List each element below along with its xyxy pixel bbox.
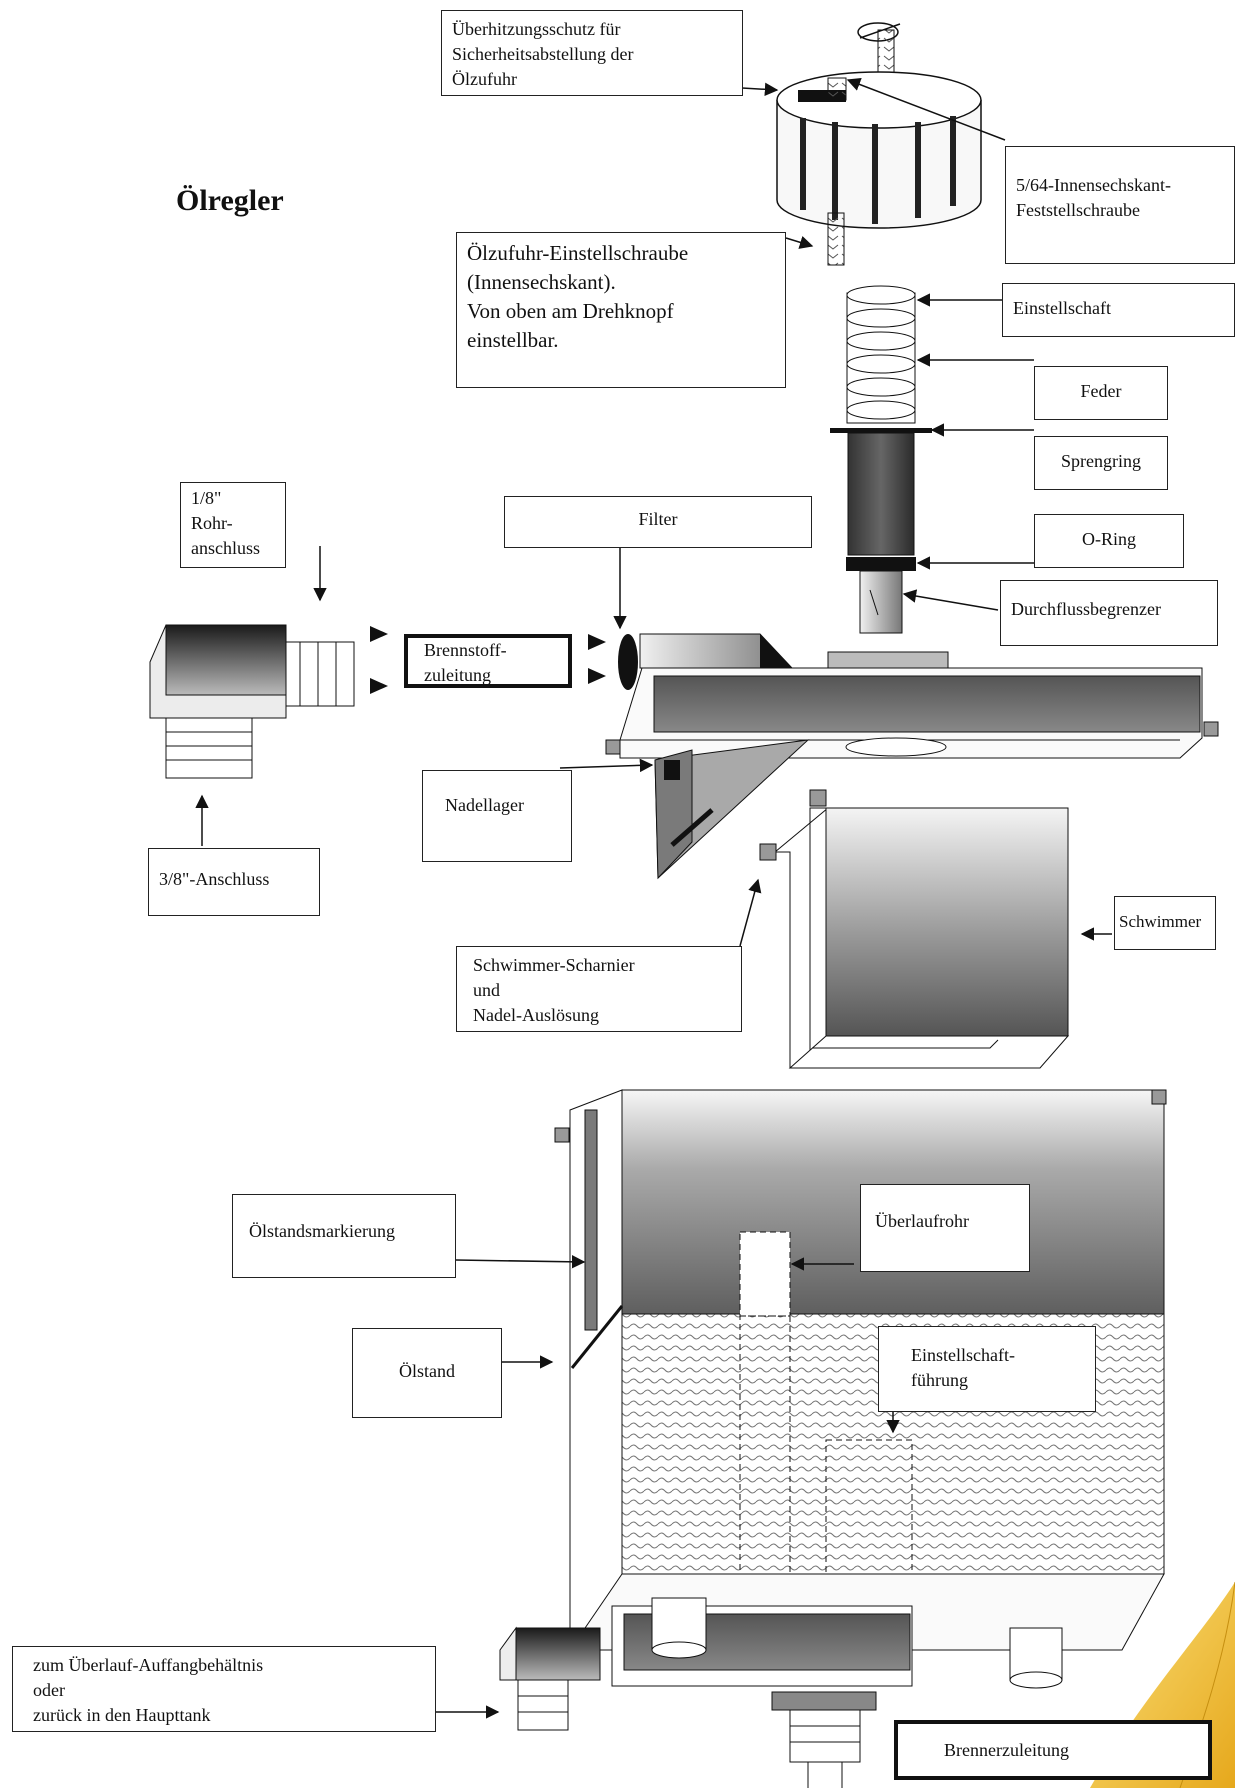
label-pipe-connection-1-8: 1/8" Rohr- anschluss	[180, 482, 286, 568]
flow-arrows	[370, 626, 606, 694]
spring-shaft-assembly	[830, 285, 932, 634]
label-flow-limiter: Durchflussbegrenzer	[1000, 580, 1218, 646]
label-float: Schwimmer	[1114, 896, 1216, 950]
label-shaft-guide: Einstellschaft- führung	[878, 1326, 1096, 1412]
needle-bracket	[654, 739, 810, 880]
label-float-hinge: Schwimmer-Scharnier und Nadel-Auslösung	[456, 946, 742, 1032]
label-oil-level: Ölstand	[352, 1328, 502, 1418]
label-spring: Feder	[1034, 366, 1168, 420]
label-hex-locking-screw: 5/64-Innensechskant- Feststellschraube	[1005, 146, 1235, 264]
label-overflow-pipe: Überlaufrohr	[860, 1184, 1030, 1272]
label-burner-supply-line: Brennerzuleitung	[894, 1720, 1212, 1780]
adjust-knob	[776, 22, 982, 266]
label-connection-3-8: 3/8"-Anschluss	[148, 848, 320, 916]
float	[759, 789, 1070, 1069]
leader-lines	[195, 78, 1112, 1719]
label-filter: Filter	[504, 496, 812, 548]
valve-body	[605, 633, 1219, 759]
label-overflow-return: zum Überlauf-Auffangbehältnis oder zurüc…	[12, 1646, 436, 1732]
label-needle-bearing: Nadellager	[422, 770, 572, 862]
label-adjust-shaft: Einstellschaft	[1002, 283, 1235, 337]
label-oil-level-marking: Ölstandsmarkierung	[232, 1194, 456, 1278]
left-connector	[149, 624, 355, 779]
label-o-ring: O-Ring	[1034, 514, 1184, 568]
label-snap-ring: Sprengring	[1034, 436, 1168, 490]
label-oil-supply-screw: Ölzufuhr-Einstellschraube (Innensechskan…	[456, 232, 786, 388]
label-fuel-supply-line: Brennstoff- zuleitung	[404, 634, 572, 688]
oil-tank	[499, 1089, 1167, 1788]
diagram-title: Ölregler	[176, 184, 284, 217]
label-overheat-protection: Überhitzungsschutz für Sicherheitsabstel…	[441, 10, 743, 96]
